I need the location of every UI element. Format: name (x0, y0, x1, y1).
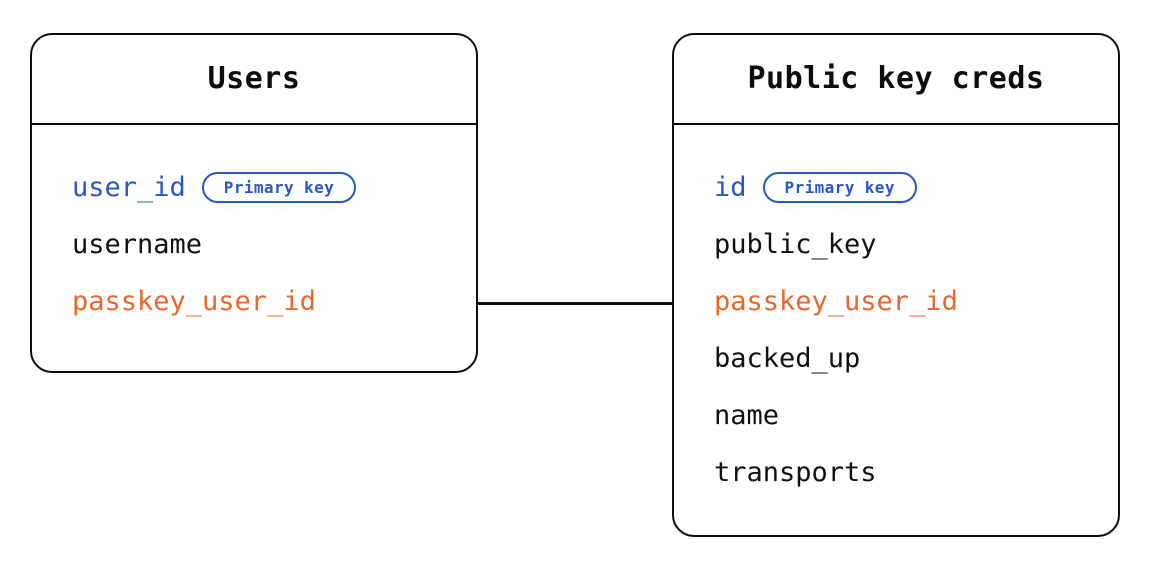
entity-public-key-creds-title: Public key creds (747, 61, 1045, 96)
field-row[interactable]: passkey_user_id (714, 273, 1118, 330)
field-row[interactable]: username (72, 216, 476, 273)
entity-users-field-list: user_id Primary key username passkey_use… (32, 125, 476, 330)
field-row[interactable]: transports (714, 444, 1118, 501)
entity-users[interactable]: Users user_id Primary key username passk… (30, 33, 478, 373)
field-name-name: name (714, 400, 780, 431)
primary-key-badge: Primary key (762, 172, 917, 203)
entity-users-header: Users (32, 35, 476, 125)
field-name-user-id: user_id (72, 172, 186, 203)
field-name-backed-up: backed_up (714, 343, 861, 374)
primary-key-badge-label: Primary key (223, 177, 335, 197)
field-name-id: id (714, 172, 747, 203)
field-name-public-key: public_key (714, 229, 877, 260)
entity-public-key-creds[interactable]: Public key creds id Primary key public_k… (672, 33, 1120, 537)
entity-public-key-creds-field-list: id Primary key public_key passkey_user_i… (674, 125, 1118, 501)
primary-key-badge-label: Primary key (784, 177, 895, 197)
field-row[interactable]: passkey_user_id (72, 273, 476, 330)
field-name-transports: transports (714, 457, 877, 488)
primary-key-badge: Primary key (201, 172, 357, 203)
field-name-username: username (72, 229, 203, 260)
entity-public-key-creds-header: Public key creds (674, 35, 1118, 125)
field-row[interactable]: public_key (714, 216, 1118, 273)
field-name-passkey-user-id: passkey_user_id (72, 286, 316, 317)
field-row[interactable]: user_id Primary key (72, 159, 476, 216)
field-row[interactable]: name (714, 387, 1118, 444)
field-row[interactable]: id Primary key (714, 159, 1118, 216)
entity-users-title: Users (207, 61, 301, 96)
field-name-passkey-user-id: passkey_user_id (714, 286, 958, 317)
field-row[interactable]: backed_up (714, 330, 1118, 387)
relationship-connector-line (478, 302, 672, 305)
